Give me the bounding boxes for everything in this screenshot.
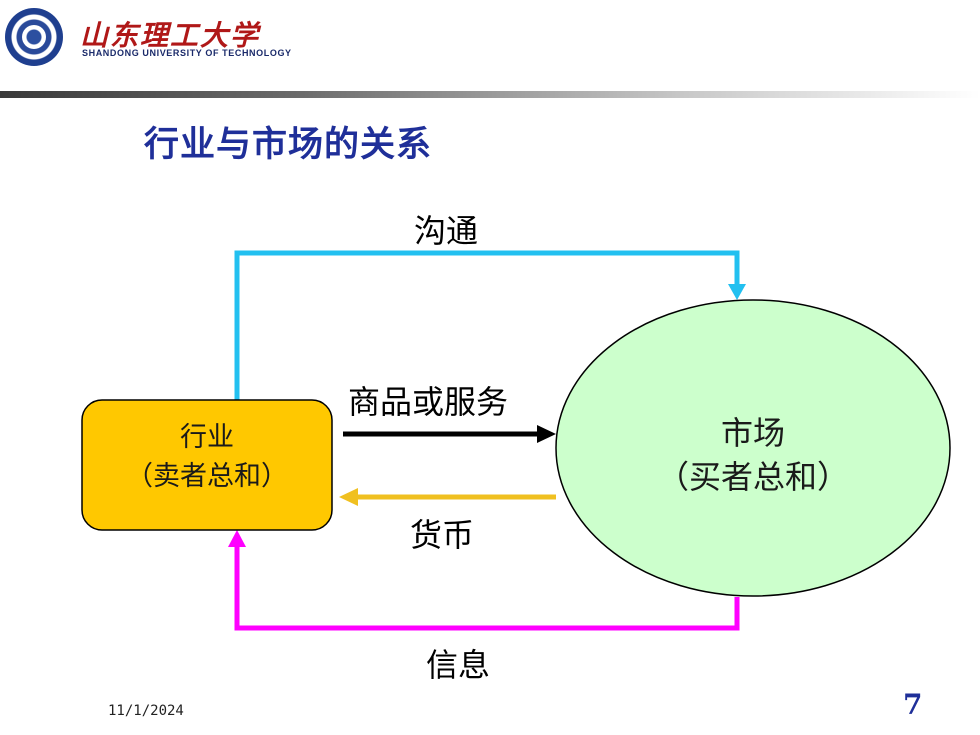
header-divider: [0, 91, 980, 98]
slide-title: 行业与市场的关系: [144, 124, 433, 165]
university-english-name: SHANDONG UNIVERSITY OF TECHNOLOGY: [82, 48, 292, 58]
information-arrowhead: [228, 530, 246, 547]
information-label: 信息: [426, 646, 491, 684]
industry-title: 行业: [180, 422, 234, 453]
communication-arrow: [234, 250, 740, 402]
market-node: [555, 299, 951, 597]
slide-date: 11/1/2024: [108, 703, 184, 719]
slide-header: 山东理工大学 SHANDONG UNIVERSITY OF TECHNOLOGY: [0, 0, 980, 100]
communication-label: 沟通: [414, 212, 479, 250]
market-title: 市场: [720, 414, 785, 452]
information-arrow: [234, 545, 740, 631]
goods-label: 商品或服务: [348, 383, 509, 421]
university-name-logo: 山东理工大学: [80, 19, 261, 52]
industry-node: [81, 399, 333, 531]
page-number: 7: [903, 688, 923, 721]
industry-subtitle: （卖者总和）: [126, 461, 288, 492]
university-seal-icon: [5, 8, 63, 66]
goods-arrowhead: [537, 425, 556, 443]
market-subtitle: （买者总和）: [656, 458, 849, 496]
communication-arrowhead: [728, 284, 746, 300]
money-arrowhead: [339, 488, 358, 506]
seal-emblem: [22, 25, 46, 49]
money-label: 货币: [410, 516, 475, 554]
